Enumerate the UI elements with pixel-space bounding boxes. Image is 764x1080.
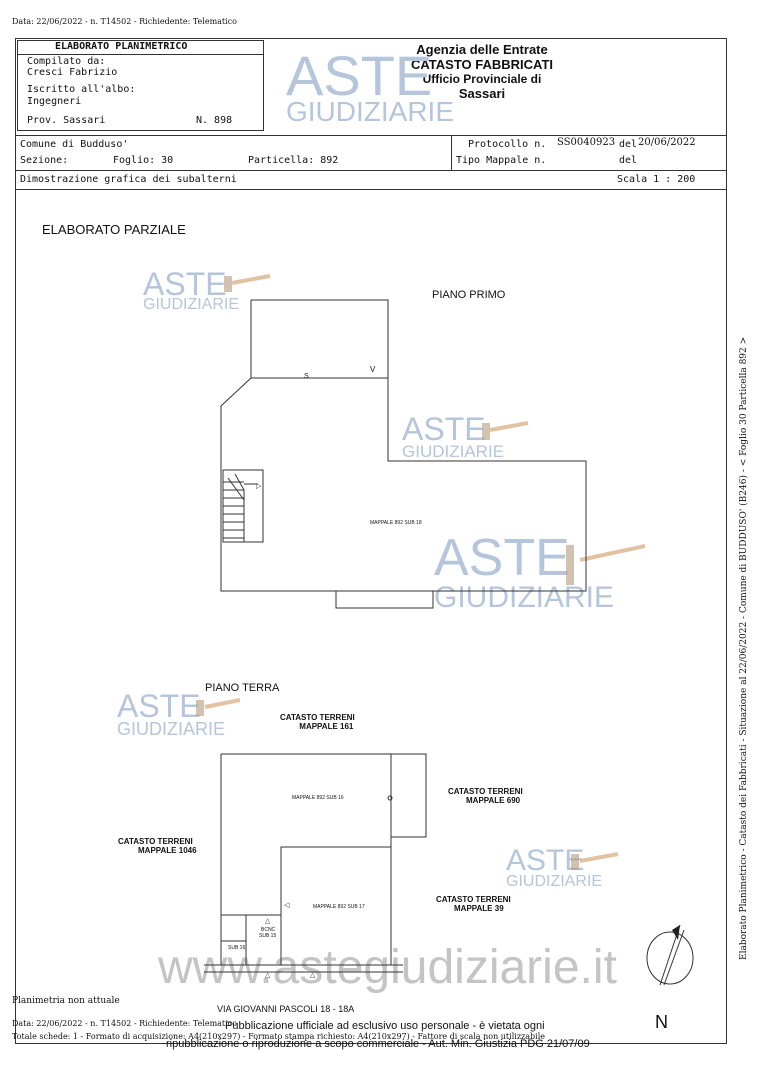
dimostrazione-text: Dimostrazione grafica dei subalterni xyxy=(20,174,237,185)
watermark-aste-header: ASTE xyxy=(286,44,433,107)
sub17-label: MAPPALE 892 SUB 17 xyxy=(313,904,365,910)
header-row-divider-3 xyxy=(15,189,727,190)
elaborato-parziale-label: ELABORATO PARZIALE xyxy=(42,222,186,237)
sub16-label: MAPPALE 892 SUB 16 xyxy=(292,795,344,801)
terreni-1046-line2: MAPPALE 1046 xyxy=(138,846,197,855)
agency-line-1: Agenzia delle Entrate xyxy=(416,42,548,57)
watermark-giudiziarie-3: GIUDIZIARIE xyxy=(434,581,615,614)
prov-label: Prov. Sassari xyxy=(27,115,106,126)
comune-text: Comune di Budduso' xyxy=(20,139,129,150)
street-label: VIA GIOVANNI PASCOLI 18 - 18A xyxy=(217,1004,355,1014)
protocollo-value: SS0040923 xyxy=(557,137,616,148)
bcnc-sub-label: SUB 15 xyxy=(259,933,277,939)
terreni-161: CATASTO TERRENI MAPPALE 161 xyxy=(280,713,355,731)
particella-text: Particella: 892 xyxy=(248,155,339,166)
watermark-aste-4: ASTE xyxy=(117,688,201,724)
tipo-mappale-label: Tipo Mappale n. xyxy=(456,155,547,166)
north-label: N xyxy=(655,1012,668,1032)
watermark-site: www.astegiudiziarie.it xyxy=(158,941,617,994)
protocollo-date: 20/06/2022 xyxy=(638,137,696,148)
svg-text:△: △ xyxy=(310,972,316,979)
piano-primo-label: PIANO PRIMO xyxy=(432,289,506,301)
document-frame xyxy=(15,38,727,1044)
mark-v: V xyxy=(370,365,376,374)
foglio-text: Foglio: 30 xyxy=(113,155,174,166)
sezione-text: Sezione: xyxy=(20,155,69,166)
terreni-690-line1: CATASTO TERRENI xyxy=(448,787,523,796)
side-vertical-text: Elaborato Planimetrico - Catasto dei Fab… xyxy=(739,336,749,960)
watermark-giudiziarie-2: GIUDIZIARIE xyxy=(402,442,505,461)
gavel-head-icon xyxy=(196,276,579,870)
header-col-divider xyxy=(451,135,452,170)
watermark-giudiziarie-1: GIUDIZIARIE xyxy=(143,296,240,313)
header-row-divider-2 xyxy=(15,170,727,171)
footer-data-line: Data: 22/06/2022 - n. T14502 - Richieden… xyxy=(12,1019,237,1028)
header-title-divider xyxy=(17,54,264,55)
agency-block: Agenzia delle Entrate CATASTO FABBRICATI… xyxy=(372,42,592,101)
publication-line-1: Pubblicazione ufficiale ad esclusivo uso… xyxy=(225,1020,545,1032)
agency-line-4: Sassari xyxy=(458,86,506,101)
agency-line-3: Ufficio Provinciale di xyxy=(422,72,542,86)
top-meta-line: Data: 22/06/2022 - n. T14502 - Richieden… xyxy=(12,17,237,26)
terreni-39: CATASTO TERRENI MAPPALE 39 xyxy=(436,895,511,913)
tipo-mappale-del-label: del xyxy=(619,155,638,166)
watermark-aste-2: ASTE xyxy=(402,411,486,447)
publication-line-2: ripubblicazione o riproduzione a scopo c… xyxy=(166,1038,590,1050)
north-arrow-icon xyxy=(646,931,694,985)
terreni-1046-line1: CATASTO TERRENI xyxy=(118,837,193,846)
compilato-name: Cresci Fabrizio xyxy=(27,67,118,78)
footer-totale-line: Totale schede: 1 - Formato di acquisizio… xyxy=(12,1032,545,1041)
terreni-39-line1: CATASTO TERRENI xyxy=(436,895,511,904)
agency-line-2: CATASTO FABBRICATI xyxy=(410,57,554,72)
piano-terra-label: PIANO TERRA xyxy=(205,682,280,694)
header-row-divider-1 xyxy=(15,135,727,136)
protocollo-label: Protocollo n. xyxy=(468,139,547,150)
bcnc-label: BCNC xyxy=(261,927,276,933)
piano-primo-outline xyxy=(220,299,587,592)
piano-terra-outline xyxy=(220,753,427,966)
terreni-690: CATASTO TERRENI MAPPALE 690 xyxy=(448,787,523,805)
watermark-aste-3: ASTE xyxy=(434,529,570,587)
terreni-1046: CATASTO TERRENI MAPPALE 1046 xyxy=(118,837,197,855)
watermark-giudiziarie-5: GIUDIZIARIE xyxy=(506,873,603,890)
header-title: ELABORATO PLANIMETRICO xyxy=(55,41,188,52)
terreni-39-line2: MAPPALE 39 xyxy=(454,904,504,913)
terreni-161-line2: MAPPALE 161 xyxy=(299,722,354,731)
header-compiler-box xyxy=(17,40,264,131)
mark-s: S xyxy=(304,373,309,380)
gavel-icon xyxy=(204,274,646,863)
svg-text:▷: ▷ xyxy=(256,483,262,490)
planimetria-note: Planimetria non attuale xyxy=(12,996,120,1006)
scala-text: Scala 1 : 200 xyxy=(617,174,696,185)
iscritto-label: Iscritto all'albo: xyxy=(27,84,136,95)
compilato-label: Compilato da: xyxy=(27,56,106,67)
sub18-label: MAPPALE 892 SUB 18 xyxy=(370,520,422,526)
watermark-aste-1: ASTE xyxy=(143,266,227,302)
watermark-giudiziarie-4: GIUDIZIARIE xyxy=(117,719,226,739)
terreni-690-line2: MAPPALE 690 xyxy=(466,796,521,805)
watermark-giudiziarie-header: GIUDIZIARIE xyxy=(286,96,455,127)
iscritto-value: Ingegneri xyxy=(27,96,82,107)
protocollo-del-label: del xyxy=(619,139,638,150)
svg-text:◁: ◁ xyxy=(284,902,290,909)
north-arrow-tip-icon xyxy=(672,925,680,940)
svg-text:△: △ xyxy=(265,972,271,979)
terreni-161-line1: CATASTO TERRENI xyxy=(280,713,355,722)
svg-text:△: △ xyxy=(265,918,271,925)
prov-number: N. 898 xyxy=(196,115,233,126)
sub16-small-label: SUB 16 xyxy=(228,945,246,951)
